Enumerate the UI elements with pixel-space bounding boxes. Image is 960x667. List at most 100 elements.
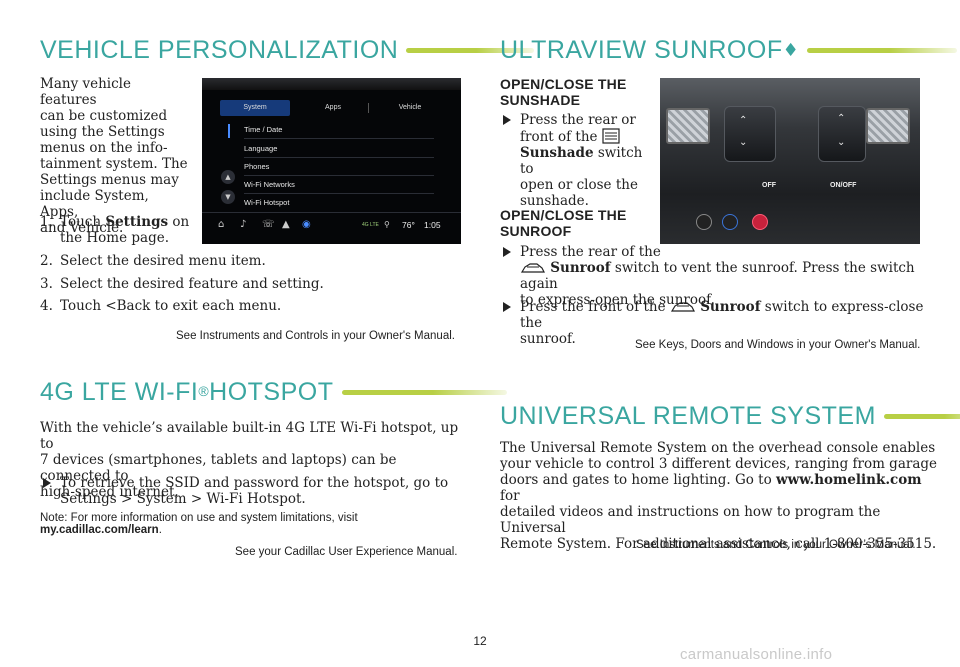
remote-line: detailed videos and instructions on how …: [500, 504, 881, 536]
step-text: the Home page.: [60, 230, 169, 246]
intro-line: high-speed internet.: [40, 484, 179, 500]
step-1: 1. Touch Settings on the Home page.: [40, 214, 200, 246]
home-icon: ⌂: [218, 219, 225, 230]
vehicle-title-text: VEHICLE PERSONALIZATION: [40, 36, 399, 64]
intro-line: 7 devices (smartphones, tablets and lapt…: [40, 452, 397, 484]
overhead-console-image: ⌃ ⌄ ⌃ ⌄ OFF ON/OFF: [660, 78, 920, 244]
sunshade-icon: [602, 128, 620, 144]
hotspot-bullet: To retrieve the SSID and password for th…: [40, 475, 470, 507]
homelink-link[interactable]: www.homelink.com: [776, 472, 922, 488]
bullet-line: open or close the: [520, 177, 638, 193]
hotspot-reference: See your Cadillac User Experience Manual…: [235, 546, 458, 558]
menu-item-phones: Phones: [244, 158, 434, 176]
scroll-up-icon: ▲: [221, 170, 235, 184]
sunroof-close-icon: ⌄: [739, 137, 748, 148]
bullet-line: switch to vent the sunroof. Press the sw…: [520, 260, 915, 292]
step-text: on: [168, 214, 190, 230]
menu-item-wifi-networks: Wi-Fi Networks: [244, 176, 434, 194]
remote-line: The Universal Remote System on the overh…: [500, 440, 936, 456]
sunroof-title-text: ULTRAVIEW SUNROOF: [500, 36, 783, 64]
vehicle-reference: See Instruments and Controls in your Own…: [176, 330, 455, 342]
screen-temperature: 76°: [402, 220, 415, 230]
sunroof-switch: ⌃ ⌄: [724, 106, 776, 162]
remote-line: Remote System. For additional assistance…: [500, 536, 937, 552]
sunshade-switch: ⌃ ⌄: [818, 106, 866, 162]
heading-line: OPEN/CLOSE THE: [500, 76, 627, 92]
remote-title-text: UNIVERSAL REMOTE SYSTEM: [500, 402, 876, 430]
title-rule: [341, 390, 507, 395]
left-map-lamp: [666, 108, 710, 144]
intro-line: tainment system. The: [40, 156, 188, 172]
step-number: 1.: [40, 214, 53, 230]
music-icon: ♪: [240, 219, 247, 230]
screen-clock: 1:05: [424, 220, 441, 230]
onstar-icon: ◉: [302, 219, 311, 230]
heading-line: OPEN/CLOSE THE: [500, 207, 627, 223]
remote-line: doors and gates to home lighting. Go to: [500, 472, 776, 488]
sunroof-car-icon: [670, 302, 695, 312]
title-rule: [406, 48, 535, 53]
remote-line: for: [500, 488, 520, 504]
bullet-line: to express-open the sunroof.: [520, 292, 715, 308]
sunroof-title: ULTRAVIEW SUNROOF♦: [500, 36, 958, 65]
sunroof-bullet-close: Press the front of the Sunroof switch to…: [500, 299, 930, 347]
bullet-bold: Sunroof: [550, 260, 611, 276]
title-rule: [883, 414, 960, 419]
sunshade-down-icon: ⌄: [837, 137, 846, 148]
page-number: 12: [473, 634, 487, 648]
selection-bar: [228, 124, 230, 138]
scroll-down-icon: ▼: [221, 190, 235, 204]
note-end: .: [158, 524, 162, 536]
step-text: Select the desired feature and setting.: [60, 276, 324, 292]
location-icon: ⚲: [384, 220, 390, 229]
bullet-line: sunshade.: [520, 193, 589, 209]
screen-tab-bar: System Apps Vehicle: [220, 100, 452, 116]
homelink-button-1: [696, 214, 712, 230]
hotspot-title: 4G LTE WI-FI® HOTSPOT: [40, 378, 507, 407]
sunshade-heading: OPEN/CLOSE THE SUNSHADE: [500, 76, 626, 108]
registered-mark: ®: [198, 382, 210, 399]
bullet-line: Press the rear of the: [520, 244, 661, 260]
homelink-button-2: [722, 214, 738, 230]
sunshade-up-icon: ⌃: [837, 113, 846, 124]
hotspot-intro: With the vehicle’s available built-in 4G…: [40, 420, 470, 500]
menu-item-language: Language: [244, 140, 434, 158]
heading-line: SUNSHADE: [500, 92, 581, 108]
bullet-line: Settings > System > Wi-Fi Hotspot.: [60, 491, 306, 507]
infotainment-screen-image: System Apps Vehicle Time / Date Language…: [202, 78, 461, 244]
intro-line: can be customized: [40, 108, 168, 124]
step-bold: Settings: [105, 214, 169, 230]
console-onoff-label: ON/OFF: [830, 182, 857, 189]
title-rule: [807, 48, 958, 53]
intro-line: using the Settings: [40, 124, 165, 140]
sunshade-bullet: Press the rear or front of the Sunshade …: [500, 112, 650, 209]
intro-line: Settings menus may: [40, 172, 179, 188]
console-off-label: OFF: [762, 182, 776, 189]
watermark: carmanualsonline.info: [680, 646, 833, 663]
step-2: 2. Select the desired menu item.: [40, 253, 440, 269]
step-number: 3.: [40, 276, 53, 292]
bullet-line: sunroof.: [520, 331, 576, 347]
intro-line: Many vehicle features: [40, 76, 131, 108]
bullet-bold: Sunroof: [700, 299, 761, 315]
step-text: Touch: [60, 214, 106, 230]
sunroof-bullet-vent: Press the rear of the Sunroof switch to …: [500, 244, 930, 308]
vehicle-intro: Many vehicle features can be customized …: [40, 76, 190, 236]
menu-item-wifi-hotspot: Wi-Fi Hotspot: [244, 198, 290, 207]
signal-indicator: 4G LTE: [362, 222, 379, 228]
remote-title: UNIVERSAL REMOTE SYSTEM: [500, 402, 960, 431]
step-text: Select the desired menu item.: [60, 253, 266, 269]
bullet-bold: Sunshade: [520, 145, 594, 161]
tab-apps: Apps: [325, 104, 341, 111]
step-number: 2.: [40, 253, 53, 269]
tab-system: System: [220, 100, 290, 116]
intro-line: and Vehicle.: [40, 220, 124, 236]
step-4: 4. Touch <Back to exit each menu.: [40, 298, 440, 314]
step-3: 3. Select the desired feature and settin…: [40, 276, 440, 292]
cadillac-learn-link[interactable]: my.cadillac.com/learn: [40, 524, 159, 536]
intro-line: menus on the info-: [40, 140, 168, 156]
bullet-line: To retrieve the SSID and password for th…: [60, 475, 449, 491]
bullet-line: front of the: [520, 129, 598, 145]
bullet-line: switch to express-close the: [520, 299, 924, 331]
step-number: 4.: [40, 298, 53, 314]
